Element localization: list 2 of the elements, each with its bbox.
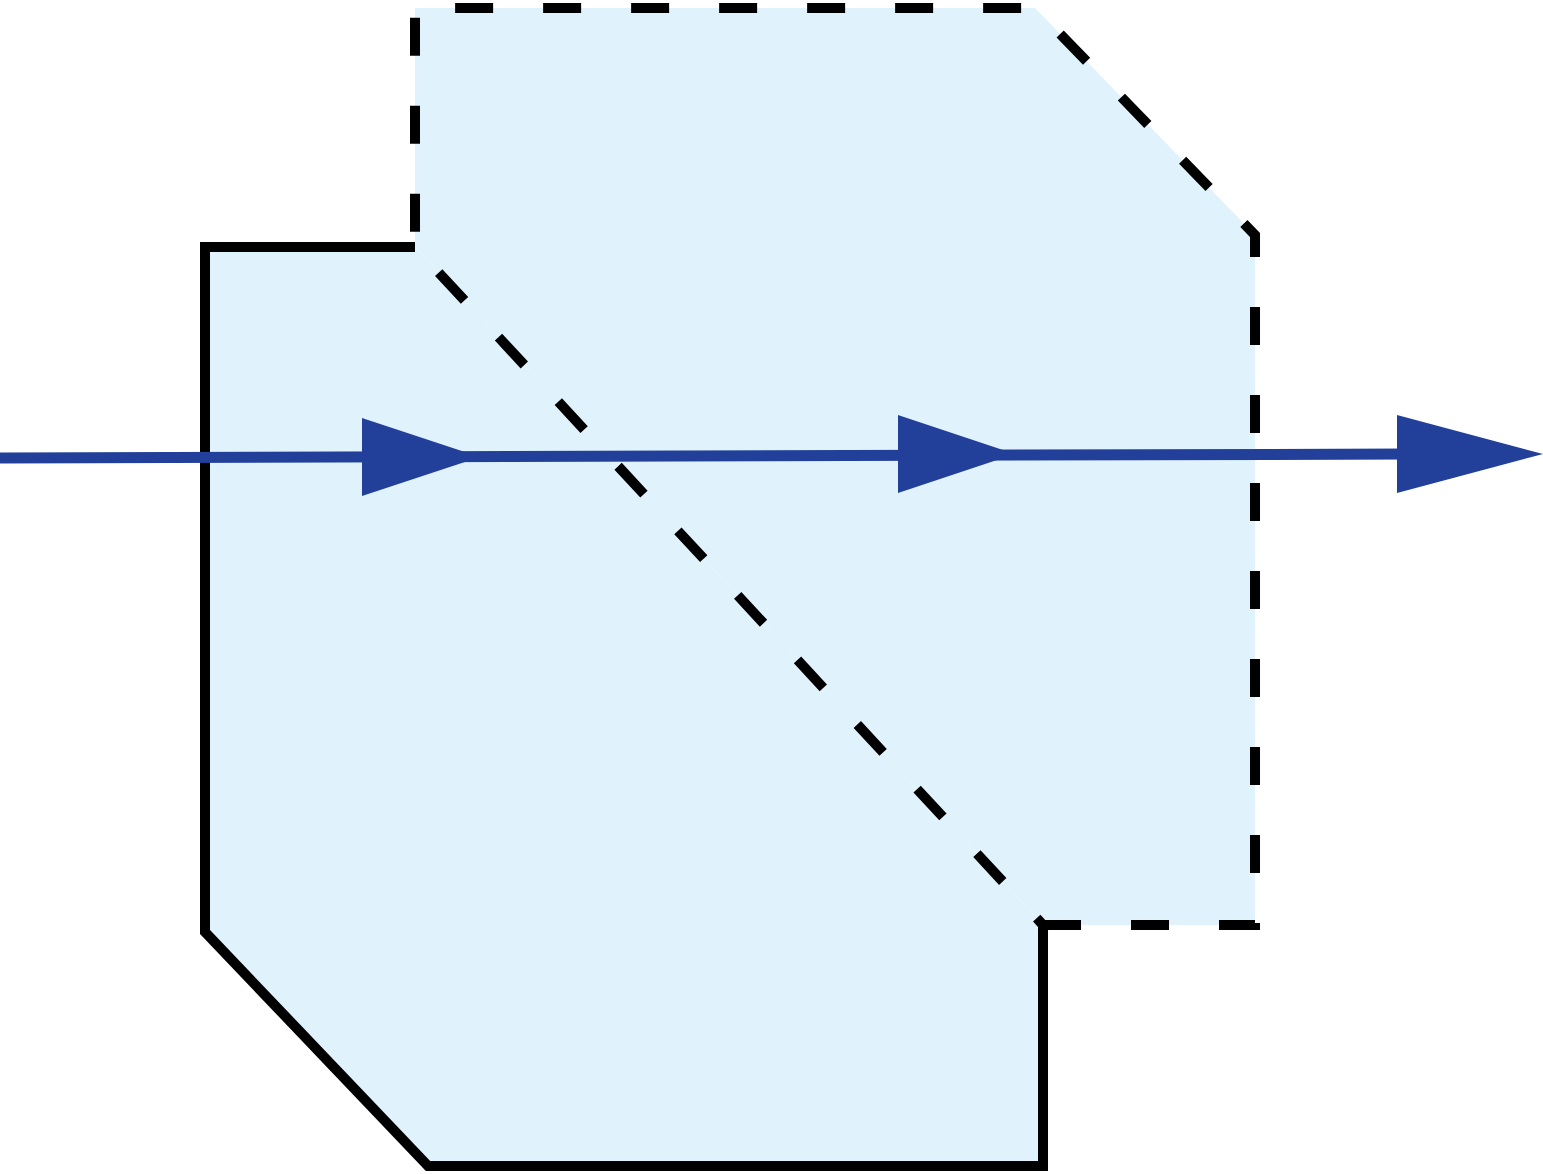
prism-shape	[200, 242, 1048, 1171]
prism-shape	[410, 3, 1260, 930]
